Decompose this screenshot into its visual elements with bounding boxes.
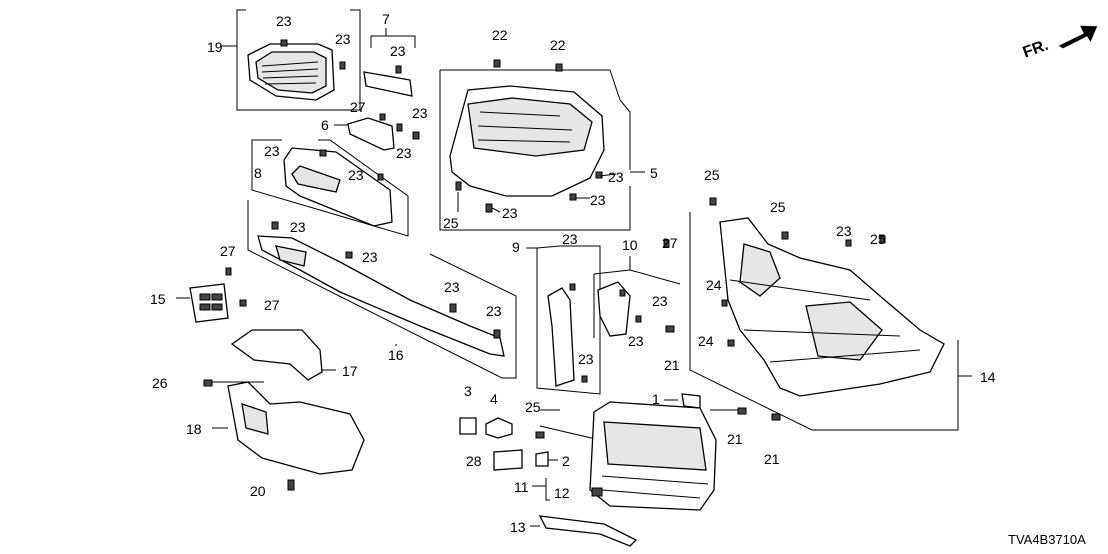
callout-2: 2 [562,453,570,469]
callout-14: 14 [980,369,996,385]
diagram-code: TVA4B3710A [1008,532,1086,547]
part-6-group [334,113,420,151]
column-cover-upper-group [230,329,336,381]
callout-23: 23 [276,13,292,29]
callout-12: 12 [554,485,570,501]
callout-25: 25 [704,167,720,183]
callout-24: 24 [706,277,722,293]
callout-25: 25 [870,231,886,247]
callout-23: 23 [628,333,644,349]
callout-23: 23 [652,293,668,309]
front-direction-label: FR. [1021,37,1051,62]
callout-21: 21 [764,451,780,467]
callout-16: 16 [388,347,404,363]
callout-labels: 19 23 23 7 23 27 23 6 23 22 22 5 23 23 2… [150,11,996,535]
callout-5: 5 [650,165,658,181]
callout-9: 9 [512,239,520,255]
column-cover-lower-group [203,379,365,491]
lower-panel-16-group [247,200,517,379]
callout-18: 18 [186,421,202,437]
callout-23: 23 [502,205,518,221]
callout-23: 23 [608,169,624,185]
trim-13-group [530,515,638,547]
callout-20: 20 [250,483,266,499]
callout-24: 24 [698,333,714,349]
callout-17: 17 [342,363,358,379]
callout-23: 23 [486,303,502,319]
leader-lines [212,173,738,411]
callout-25: 25 [443,215,459,231]
duct-14-group [685,197,972,431]
callout-25: 25 [770,199,786,215]
callout-8: 8 [254,165,262,181]
callout-7: 7 [382,11,390,27]
callout-27: 27 [350,99,366,115]
callout-23: 23 [362,249,378,265]
bracket-10-group [593,239,681,338]
glove-box-11-group [532,401,717,511]
callout-23: 23 [836,223,852,239]
switch-panel-15-group [176,267,247,323]
small-parts-group [459,393,701,471]
front-direction-arrow-icon: FR. [1021,25,1098,62]
callout-27: 27 [264,297,280,313]
callout-21: 21 [664,357,680,373]
garnish-8-group [251,139,409,237]
callout-28: 28 [466,453,482,469]
callout-27: 27 [220,243,236,259]
callout-26: 26 [152,375,168,391]
panel-7-group [363,28,416,97]
callout-23: 23 [335,31,351,47]
callout-23: 23 [578,351,594,367]
callout-13: 13 [510,519,526,535]
callout-10: 10 [622,237,638,253]
callout-27: 27 [662,235,678,251]
callout-23: 23 [396,145,412,161]
callout-1: 1 [652,391,660,407]
callout-23: 23 [348,167,364,183]
callout-23: 23 [264,143,280,159]
callout-6: 6 [321,117,329,133]
callout-11: 11 [514,479,529,495]
callout-23: 23 [590,192,606,208]
callout-22: 22 [550,37,566,53]
callout-4: 4 [490,391,498,407]
callout-23: 23 [562,231,578,247]
callout-23: 23 [390,43,406,59]
callout-22: 22 [492,27,508,43]
callout-3: 3 [464,383,472,399]
callout-15: 15 [150,291,166,307]
callout-21: 21 [727,431,743,447]
callout-19: 19 [207,39,223,55]
callout-23: 23 [412,105,428,121]
meter-panel-group [439,59,645,231]
callout-23: 23 [290,219,306,235]
callout-25: 25 [525,399,541,415]
air-vent-group [220,9,361,111]
callout-23: 23 [444,279,460,295]
side-panel-9-group [526,245,601,395]
